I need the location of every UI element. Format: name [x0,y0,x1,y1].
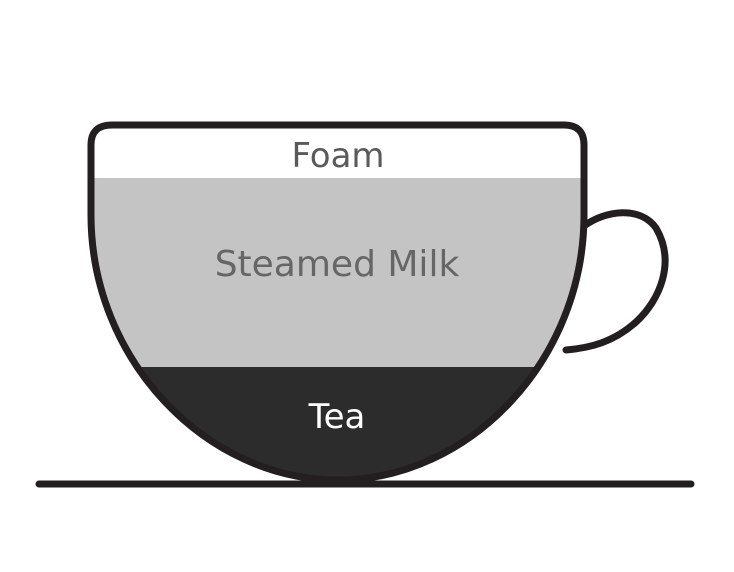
steamed-milk-layer [91,178,584,368]
foam-layer [91,125,584,178]
cup-handle [562,209,669,354]
tea-label: Tea [308,397,366,437]
steamed-milk-label: Steamed Milk [215,244,460,285]
cup-outline [87,121,588,484]
foam-label: Foam [291,136,384,176]
